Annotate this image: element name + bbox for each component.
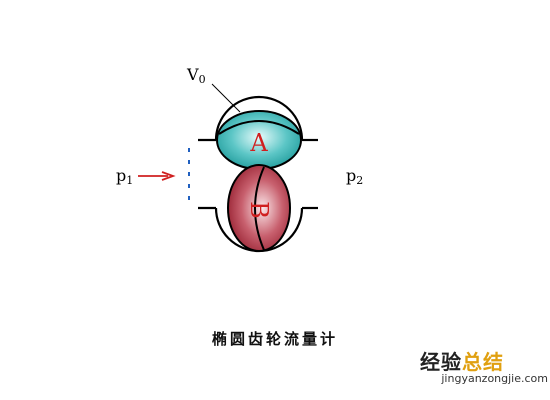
watermark-url: jingyanzongjie.com — [441, 372, 548, 385]
gear-b-label: B — [245, 201, 273, 219]
gear-b — [227, 164, 291, 252]
v0-label: V0 — [186, 65, 206, 86]
gear-a-label: A — [249, 129, 268, 157]
p2-label: p2 — [346, 166, 363, 187]
diagram-caption: 椭圆齿轮流量计 — [211, 330, 338, 348]
gear-a-mesh-line — [218, 120, 300, 135]
p1-label: p1 — [116, 166, 133, 187]
watermark-logo-text: 经验总结 — [420, 350, 504, 374]
v0-leader-line — [211, 83, 241, 113]
gear-b-mesh-line — [254, 166, 265, 251]
upper-chamber — [214, 95, 304, 141]
flow-arrow-head — [161, 171, 176, 181]
